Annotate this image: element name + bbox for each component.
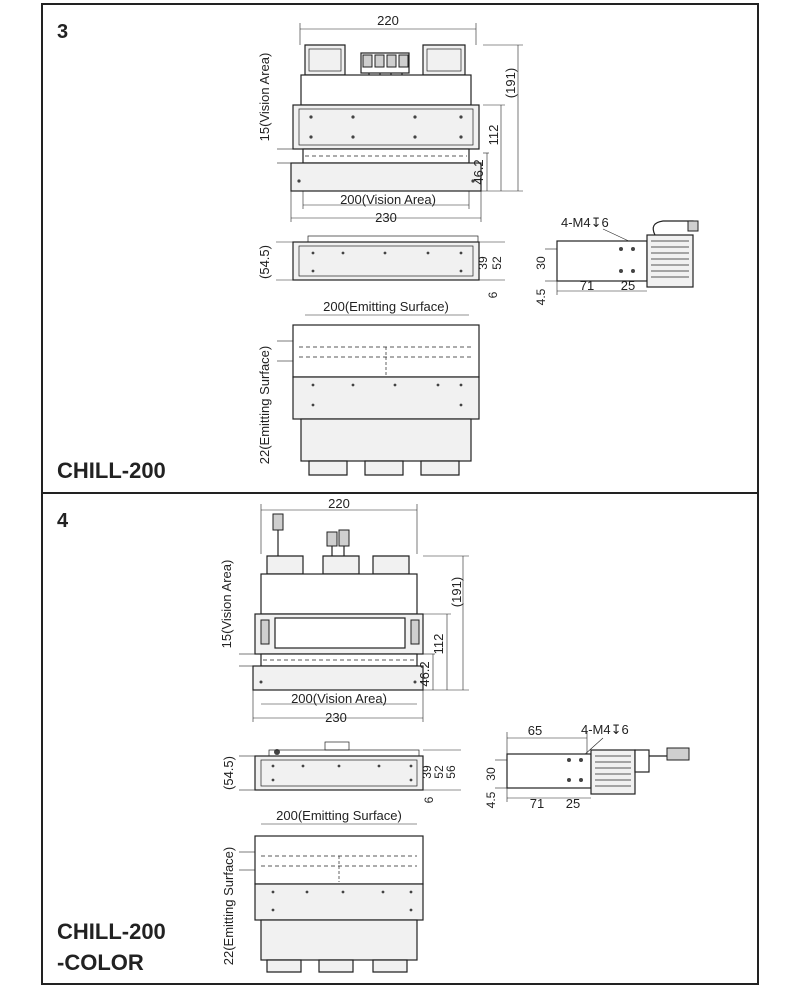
dim-mount-h: 30	[534, 256, 548, 270]
dim-base-width: 230	[325, 710, 347, 725]
model-name: CHILL-200	[57, 455, 166, 486]
dim-overall-height: (191)	[449, 577, 464, 607]
bottom-view: 200(Emitting Surface) 22(Emitting Surfac…	[221, 808, 424, 973]
dim-mount-a: 71	[530, 796, 544, 811]
dim-offset: 46.2	[471, 159, 486, 184]
dim-emit-vertical: 22(Emitting Surface)	[257, 346, 272, 465]
dim-mount-top: 65	[528, 723, 542, 738]
dim-side-b: 52	[490, 256, 504, 270]
dim-mount-h: 30	[484, 767, 498, 781]
dim-side-d: 6	[422, 796, 436, 803]
dim-body-height: 112	[431, 634, 446, 655]
model-name-line: CHILL-200	[57, 458, 166, 483]
dim-emit-vertical: 22(Emitting Surface)	[221, 847, 236, 966]
bottom-view: 200(Emitting Surface) 22(Emitting Surfac…	[257, 299, 480, 476]
dim-side-b: 52	[432, 765, 446, 779]
technical-drawing-chill-200: 220	[257, 13, 699, 476]
dim-body-height: 112	[486, 125, 501, 146]
end-view: 4-M4↧6 30 71 25 4.5	[534, 215, 699, 305]
dim-side-height: (54.5)	[257, 245, 272, 279]
dim-vision-vertical: 15(Vision Area)	[219, 560, 234, 649]
dim-vision-vertical: 15(Vision Area)	[257, 53, 272, 142]
dim-base-width: 230	[375, 210, 397, 225]
dim-top-width: 220	[377, 13, 399, 28]
dim-side-a: 39	[420, 765, 434, 779]
dim-side-height: (54.5)	[221, 756, 236, 790]
dim-emit-horizontal: 200(Emitting Surface)	[323, 299, 449, 314]
dim-mount-c: 4.5	[534, 288, 548, 305]
dim-emit-horizontal: 200(Emitting Surface)	[276, 808, 402, 823]
top-view: 220	[219, 496, 469, 725]
dim-side-c: 6	[486, 291, 500, 298]
model-name-line: CHILL-200	[57, 919, 166, 944]
dim-offset: 46.2	[417, 661, 432, 686]
dim-mount-b: 25	[566, 796, 580, 811]
model-name-line: -COLOR	[57, 950, 144, 975]
dim-side-c: 56	[444, 765, 458, 779]
dim-vision-horizontal: 200(Vision Area)	[291, 691, 387, 706]
model-name: CHILL-200 -COLOR	[57, 916, 166, 978]
dim-overall-height: (191)	[503, 68, 518, 98]
dim-mount-hole: 4-M4↧6	[581, 722, 629, 737]
dim-mount-a: 71	[580, 278, 594, 293]
dim-top-width: 220	[328, 496, 350, 511]
side-view: (54.5) 39 52 6	[257, 235, 505, 298]
panel-chill-200: 3 CHILL-200 220	[41, 3, 759, 494]
top-view: 220	[257, 13, 523, 225]
technical-drawing-chill-200-color: 220	[219, 496, 690, 973]
dim-mount-hole: 4-M4↧6	[561, 215, 609, 230]
side-view: (54.5) 39 52 56 6	[221, 741, 461, 803]
panel-number: 4	[57, 510, 69, 532]
dim-mount-c: 4.5	[484, 791, 498, 808]
end-view: 65 4-M4↧6 30 71 25 4.5	[484, 722, 690, 811]
dim-mount-b: 25	[621, 278, 635, 293]
panel-number: 3	[57, 21, 69, 43]
panel-chill-200-color: 4 CHILL-200 -COLOR 220	[41, 492, 759, 985]
dim-vision-horizontal: 200(Vision Area)	[340, 192, 436, 207]
dim-side-a: 39	[476, 256, 490, 270]
